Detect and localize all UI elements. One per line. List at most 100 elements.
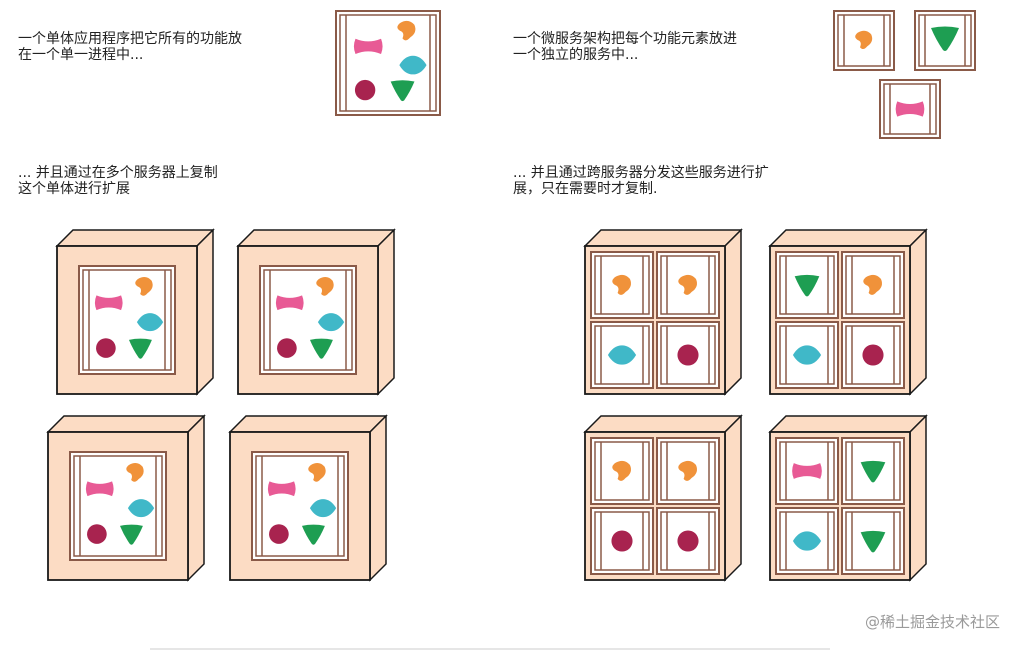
green-triangle-icon [794,274,820,297]
server-side-face [909,414,927,582]
maroon-circle-icon [862,344,884,366]
server-top-face [583,415,743,433]
monolith-frame [259,265,357,375]
frame-inner [845,255,901,315]
orange-blob-icon [855,30,873,50]
teal-diamond-icon [127,499,155,518]
frame-inner [73,455,163,557]
microservice-server-4 [768,414,928,582]
teal-diamond-icon [792,531,822,551]
maroon-circle-icon [611,530,633,552]
frame-inner [339,14,437,112]
orange-blob-icon [678,460,698,481]
microservice-frame-pink [879,79,941,139]
server-top-face [55,229,215,247]
frame-inner [660,325,716,385]
frame-inner [660,441,716,501]
monolith-server-1 [55,228,215,396]
caption-monolith-scaling: ... 并且通过在多个服务器上复制 这个单体进行扩展 [18,165,218,197]
frame-inner [845,441,901,501]
green-triangle-icon [309,338,333,359]
frame-inner [918,14,972,67]
monolith-server-3 [46,414,206,582]
server-top-face [768,229,928,247]
microservice-frame-orange [590,251,654,319]
green-triangle-icon [301,524,325,545]
microservice-frame-maroon [656,507,720,575]
monolith-frame [251,451,349,561]
frame-inner [779,441,835,501]
frame-inner [263,269,353,371]
frame-inner [883,83,937,135]
server-side-face [724,414,742,582]
frame-inner [594,255,650,315]
pink-bowtie-icon [895,101,925,117]
teal-diamond-icon [136,313,164,332]
microservice-server-1 [583,228,743,396]
frame-inner [255,455,345,557]
maroon-circle-icon [269,524,289,544]
bottom-divider [150,648,830,650]
microservice-server-3 [583,414,743,582]
teal-diamond-icon [792,345,822,365]
server-side-face [377,228,395,396]
orange-blob-icon [612,460,632,481]
microservice-frame-maroon [656,321,720,389]
microservice-frame-orange [656,251,720,319]
maroon-circle-icon [354,79,376,101]
orange-blob-icon [863,274,883,295]
server-top-face [236,229,396,247]
microservice-frame-maroon [590,507,654,575]
green-triangle-icon [119,524,143,545]
microservice-frame-teal [775,507,839,575]
server-side-face [724,228,742,396]
green-triangle-icon [128,338,152,359]
pink-bowtie-icon [85,481,114,497]
orange-blob-icon [612,274,632,295]
microservice-frame-teal [590,321,654,389]
server-side-face [909,228,927,396]
orange-blob-icon [316,277,334,296]
server-top-face [46,415,206,433]
orange-blob-icon [678,274,698,295]
frame-inner [845,325,901,385]
frame-inner [837,14,891,67]
microservice-frame-orange [590,437,654,505]
green-triangle-icon [390,80,415,102]
monolith-frame [78,265,176,375]
caption-monolith: 一个单体应用程序把它所有的功能放 在一个单一进程中... [18,31,242,63]
green-triangle-icon [860,530,886,553]
caption-microservices: 一个微服务架构把每个功能元素放进 一个独立的服务中... [513,31,737,63]
pink-bowtie-icon [792,463,822,479]
server-top-face [768,415,928,433]
pink-bowtie-icon [353,38,383,55]
microservice-frame-orange [656,437,720,505]
frame-inner [82,269,172,371]
microservice-frame-green [914,10,976,71]
server-side-face [187,414,205,582]
green-triangle-icon [860,460,886,483]
pink-bowtie-icon [275,295,304,311]
monolith-server-4 [228,414,388,582]
server-top-face [228,415,388,433]
pink-bowtie-icon [94,295,123,311]
microservice-server-2 [768,228,928,396]
frame-inner [660,511,716,571]
green-triangle-icon [931,26,959,51]
maroon-circle-icon [87,524,107,544]
monolith-frame [335,10,441,116]
orange-blob-icon [126,463,144,482]
frame-inner [594,325,650,385]
server-side-face [369,414,387,582]
orange-blob-icon [397,20,416,41]
caption-microservices-scaling: ... 并且通过跨服务器分发这些服务进行扩 展，只在需要时才复制. [513,165,769,197]
monolith-frame [69,451,167,561]
microservice-frame-teal [775,321,839,389]
microservice-frame-green [841,437,905,505]
frame-inner [779,255,835,315]
teal-diamond-icon [607,345,637,365]
maroon-circle-icon [96,338,116,358]
orange-blob-icon [135,277,153,296]
maroon-circle-icon [677,530,699,552]
